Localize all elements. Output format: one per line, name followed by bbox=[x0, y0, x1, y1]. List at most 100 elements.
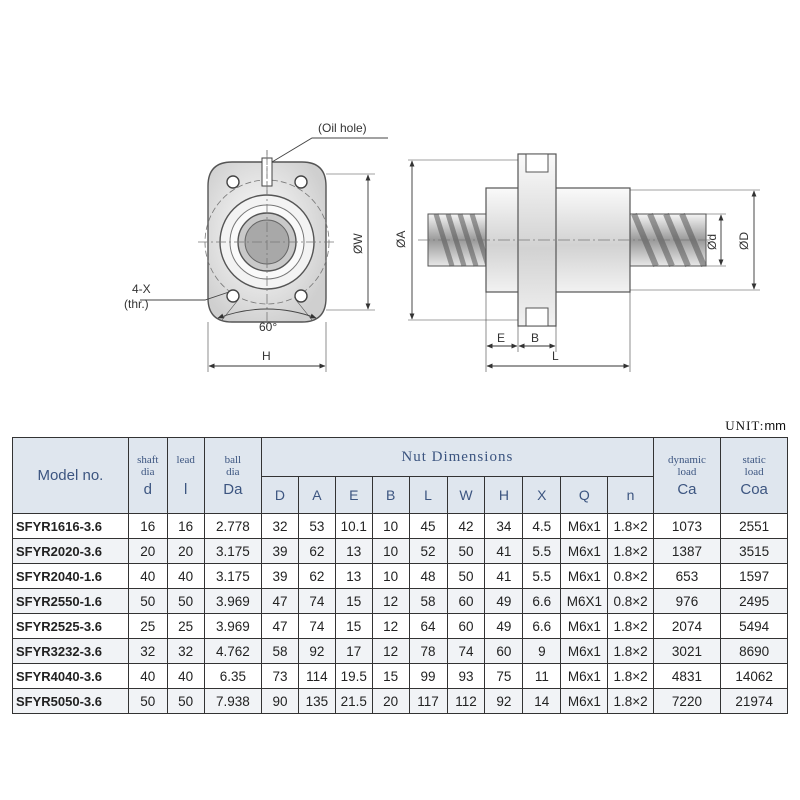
table-cell: 12 bbox=[371, 638, 410, 664]
table-cell: 2.778 bbox=[203, 513, 263, 539]
table-cell: 5.5 bbox=[522, 538, 562, 564]
dim-d-label: Ød bbox=[705, 234, 719, 250]
dim-bigd-label: ØD bbox=[737, 232, 751, 250]
table-cell: 41 bbox=[484, 563, 524, 589]
header-nut-col-W: W bbox=[446, 476, 486, 514]
bolt-hole bbox=[226, 289, 240, 303]
table-cell: 21974 bbox=[720, 688, 788, 714]
model-cell: SFYR4040-3.6 bbox=[12, 663, 129, 689]
header-dyn-line1: dynamic bbox=[668, 453, 706, 466]
table-cell: 39 bbox=[261, 538, 299, 564]
model-cell: SFYR5050-3.6 bbox=[12, 688, 129, 714]
table-cell: M6x1 bbox=[560, 638, 609, 664]
table-cell: 32 bbox=[166, 638, 205, 664]
table-cell: 20 bbox=[166, 538, 205, 564]
table-cell: 16 bbox=[127, 513, 168, 539]
header-shaft-line2: dia bbox=[141, 465, 155, 478]
header-nut-col-D: D bbox=[261, 476, 299, 514]
table-cell: 53 bbox=[297, 513, 336, 539]
table-cell: M6x1 bbox=[560, 663, 609, 689]
table-cell: 0.8×2 bbox=[607, 563, 654, 589]
header-ball-line1: ball bbox=[224, 453, 242, 466]
header-static-load: static load Coa bbox=[720, 437, 788, 514]
table-cell: 16 bbox=[166, 513, 205, 539]
table-cell: 50 bbox=[166, 688, 205, 714]
header-nut-col-Q: Q bbox=[560, 476, 609, 514]
table-cell: 92 bbox=[484, 688, 524, 714]
table-cell: 6.6 bbox=[522, 588, 562, 614]
table-cell: 4.762 bbox=[203, 638, 263, 664]
table-cell: 1.8×2 bbox=[607, 638, 654, 664]
table-cell: M6x1 bbox=[560, 613, 609, 639]
model-cell: SFYR2040-1.6 bbox=[12, 563, 129, 589]
dim-b-label: B bbox=[531, 331, 539, 345]
table-cell: 1073 bbox=[652, 513, 722, 539]
table-cell: 74 bbox=[446, 638, 486, 664]
table-cell: 62 bbox=[297, 563, 336, 589]
dim-a-label: ØA bbox=[394, 231, 408, 248]
header-shaft-symbol: d bbox=[143, 480, 152, 498]
table-cell: 15 bbox=[334, 613, 373, 639]
table-cell: 21.5 bbox=[334, 688, 373, 714]
table-cell: 3.175 bbox=[203, 563, 263, 589]
header-stat-line2: load bbox=[744, 465, 764, 478]
table-cell: 40 bbox=[127, 563, 168, 589]
table-cell: 1.8×2 bbox=[607, 513, 654, 539]
table-cell: 5.5 bbox=[522, 563, 562, 589]
header-nut-col-n: n bbox=[607, 476, 654, 514]
table-cell: 2074 bbox=[652, 613, 722, 639]
header-ball: ball dia Da bbox=[203, 437, 263, 514]
table-cell: 50 bbox=[127, 688, 168, 714]
table-cell: 50 bbox=[446, 538, 486, 564]
table-cell: 976 bbox=[652, 588, 722, 614]
table-cell: 2551 bbox=[720, 513, 788, 539]
model-cell: SFYR2020-3.6 bbox=[12, 538, 129, 564]
table-cell: 13 bbox=[334, 538, 373, 564]
table-cell: 15 bbox=[371, 663, 410, 689]
header-nut-col-B: B bbox=[371, 476, 410, 514]
table-cell: M6x1 bbox=[560, 563, 609, 589]
table-cell: 14062 bbox=[720, 663, 788, 689]
table-cell: 41 bbox=[484, 538, 524, 564]
bolt-hole bbox=[226, 175, 240, 189]
table-cell: 78 bbox=[408, 638, 448, 664]
table-cell: 653 bbox=[652, 563, 722, 589]
table-cell: 75 bbox=[484, 663, 524, 689]
unit-label: UNIT:mm bbox=[725, 418, 786, 434]
table-cell: 135 bbox=[297, 688, 336, 714]
table-cell: M6X1 bbox=[560, 588, 609, 614]
table-cell: 7.938 bbox=[203, 688, 263, 714]
bolt-hole-label: 4-X bbox=[132, 282, 151, 296]
header-nut-dimensions: Nut Dimensions bbox=[261, 437, 654, 477]
header-stat-symbol: Coa bbox=[740, 480, 768, 498]
table-cell: 32 bbox=[127, 638, 168, 664]
table-cell: 3.175 bbox=[203, 538, 263, 564]
table-cell: 52 bbox=[408, 538, 448, 564]
table-cell: 40 bbox=[127, 663, 168, 689]
table-cell: 92 bbox=[297, 638, 336, 664]
table-cell: 12 bbox=[371, 588, 410, 614]
table-cell: 20 bbox=[371, 688, 410, 714]
header-stat-line1: static bbox=[742, 453, 766, 466]
table-cell: 40 bbox=[166, 663, 205, 689]
table-cell: 47 bbox=[261, 588, 299, 614]
header-nut-col-E: E bbox=[334, 476, 373, 514]
table-cell: 60 bbox=[446, 588, 486, 614]
table-cell: 112 bbox=[446, 688, 486, 714]
technical-drawing: (Oil hole) 4-X (thr.) 60° ØW H bbox=[124, 121, 760, 372]
dim-e-label: E bbox=[497, 331, 505, 345]
header-lead-line1: lead bbox=[176, 453, 195, 466]
table-cell: 17 bbox=[334, 638, 373, 664]
table-cell: 25 bbox=[166, 613, 205, 639]
table-cell: 5494 bbox=[720, 613, 788, 639]
table-cell: 93 bbox=[446, 663, 486, 689]
table-cell: 19.5 bbox=[334, 663, 373, 689]
table-cell: 4.5 bbox=[522, 513, 562, 539]
table-cell: 73 bbox=[261, 663, 299, 689]
table-cell: 11 bbox=[522, 663, 562, 689]
